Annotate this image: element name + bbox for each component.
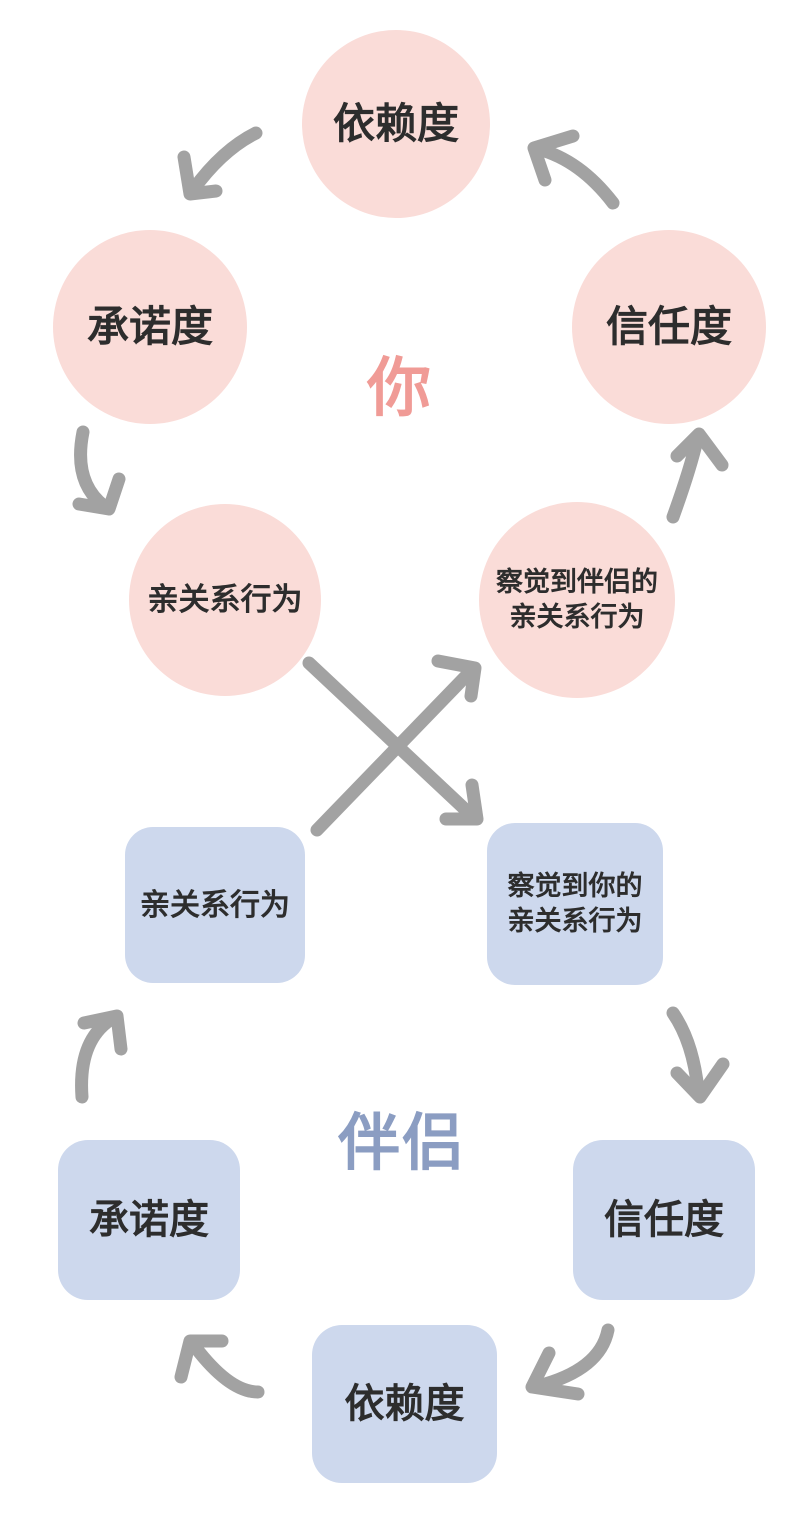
partner-node-trust-label: 信任度 xyxy=(604,1197,724,1243)
arrow-partner-dependence-to-commitment xyxy=(174,1334,265,1399)
partner-node-dependence-label: 依赖度 xyxy=(344,1381,465,1427)
partner-node-dependence: 依赖度 xyxy=(312,1325,497,1483)
partner-node-intimate-behavior: 亲关系行为 xyxy=(125,827,305,983)
you-node-dependence: 依赖度 xyxy=(302,30,490,218)
partner-node-commitment-label: 承诺度 xyxy=(89,1197,209,1243)
partner-node-perceived-behavior-line1: 察觉到你的 xyxy=(507,870,643,902)
partner-node-perceived-behavior: 察觉到你的 亲关系行为 xyxy=(487,823,663,985)
partner-node-commitment: 承诺度 xyxy=(58,1140,240,1300)
arrow-partner-trust-to-dependence xyxy=(525,1323,615,1401)
you-node-perceived-behavior-line2: 亲关系行为 xyxy=(509,602,645,633)
arrow-partner-commitment-to-behavior xyxy=(75,1009,128,1104)
you-cycle-title: 你 xyxy=(330,343,470,426)
you-node-trust-label: 信任度 xyxy=(605,301,732,351)
arrow-partner-perception-to-trust xyxy=(666,1006,730,1104)
you-node-perceived-behavior: 察觉到伴侣的 亲关系行为 xyxy=(479,502,675,698)
partner-cycle-title-label: 伴侣 xyxy=(337,1106,466,1179)
you-node-intimate-behavior: 亲关系行为 xyxy=(129,504,321,696)
you-node-intimate-behavior-label: 亲关系行为 xyxy=(147,581,303,618)
you-node-commitment: 承诺度 xyxy=(53,230,247,424)
partner-node-trust: 信任度 xyxy=(573,1140,755,1300)
arrow-you-behavior-to-partner-perception xyxy=(302,656,484,826)
partner-node-perceived-behavior-label: 察觉到你的 亲关系行为 xyxy=(508,869,643,939)
arrow-you-dependence-to-commitment xyxy=(177,126,263,201)
you-cycle-title-label: 你 xyxy=(367,352,433,426)
you-node-dependence-label: 依赖度 xyxy=(332,98,459,148)
arrow-partner-behavior-to-you-perception xyxy=(310,654,482,837)
partner-cycle-title: 伴侣 xyxy=(298,1100,506,1179)
you-node-trust: 信任度 xyxy=(572,230,766,424)
you-node-perceived-behavior-label: 察觉到伴侣的 亲关系行为 xyxy=(496,565,658,635)
arrow-you-trust-to-dependence xyxy=(527,129,620,210)
you-node-commitment-label: 承诺度 xyxy=(86,301,213,351)
arrow-you-perception-to-trust xyxy=(666,427,729,524)
you-node-perceived-behavior-line1: 察觉到伴侣的 xyxy=(496,566,658,598)
partner-node-perceived-behavior-line2: 亲关系行为 xyxy=(507,906,643,937)
partner-node-intimate-behavior-label: 亲关系行为 xyxy=(140,887,290,923)
arrow-you-commitment-to-behavior xyxy=(72,425,126,516)
